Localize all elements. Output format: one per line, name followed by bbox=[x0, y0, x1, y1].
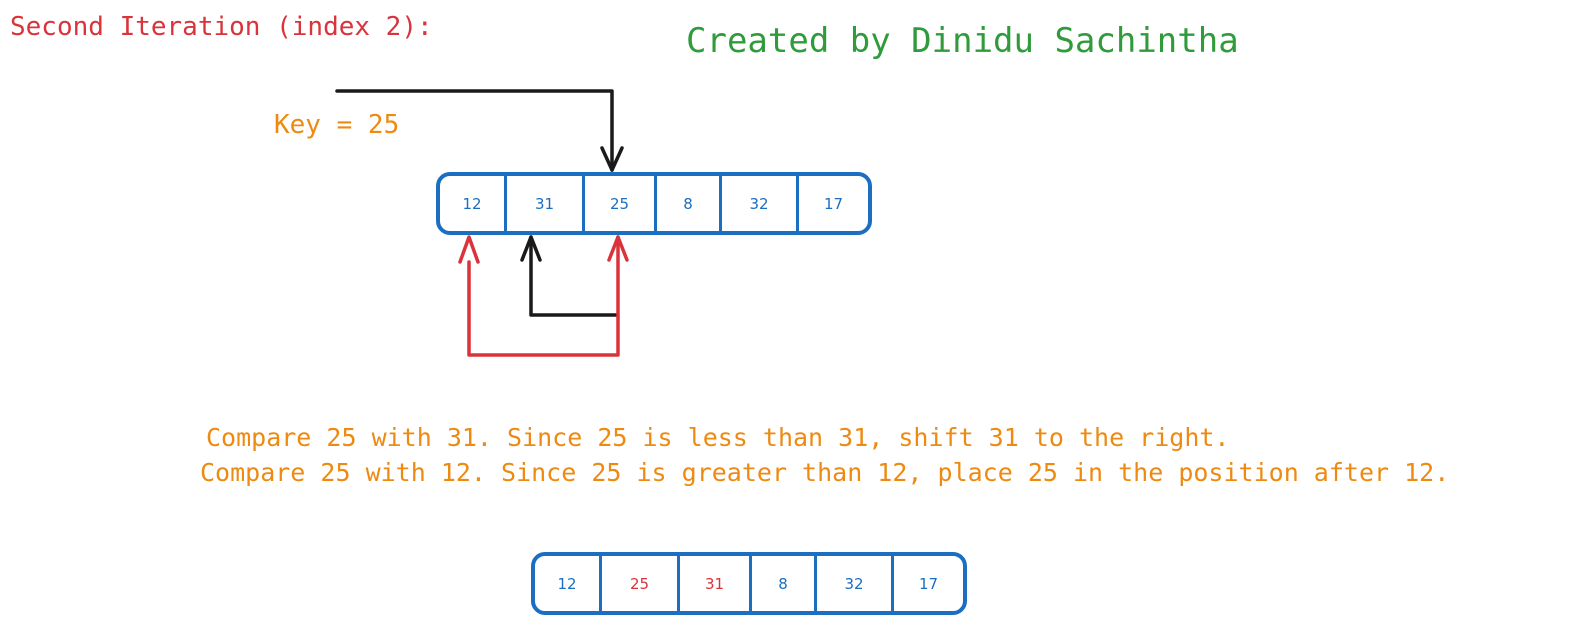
array-before-cell-2: 25 bbox=[582, 176, 654, 231]
array-after: 12 25 31 8 32 17 bbox=[531, 552, 967, 615]
array-before-cell-1: 31 bbox=[504, 176, 582, 231]
array-after-cell-0: 12 bbox=[557, 574, 577, 593]
explanation-line-1: Compare 25 with 31. Since 25 is less tha… bbox=[206, 423, 1230, 452]
explanation-line-2: Compare 25 with 12. Since 25 is greater … bbox=[200, 458, 1450, 487]
author-credit: Created by Dinidu Sachintha bbox=[686, 21, 1239, 61]
array-after-cell-1: 25 bbox=[599, 556, 677, 611]
key-label: Key = 25 bbox=[274, 110, 400, 140]
array-after-cell-4: 32 bbox=[814, 556, 891, 611]
array-after-cell-2: 31 bbox=[677, 556, 749, 611]
shift-arrow-black bbox=[529, 235, 619, 317]
compare-connector-red bbox=[467, 235, 620, 357]
array-before: 12 31 25 8 32 17 bbox=[436, 172, 872, 235]
shift-arrowhead-black bbox=[520, 235, 542, 262]
key-insert-arrowhead bbox=[600, 146, 624, 172]
compare-arrowhead-red-left bbox=[458, 235, 480, 264]
compare-arrowhead-red-right bbox=[607, 235, 629, 262]
array-after-cell-3: 8 bbox=[749, 556, 814, 611]
array-before-cell-4: 32 bbox=[719, 176, 796, 231]
iteration-heading: Second Iteration (index 2): bbox=[10, 12, 433, 42]
array-before-cell-0: 12 bbox=[462, 194, 482, 213]
array-after-cell-5: 17 bbox=[891, 556, 963, 611]
array-before-cell-3: 8 bbox=[654, 176, 719, 231]
array-before-cell-5: 17 bbox=[796, 176, 868, 231]
